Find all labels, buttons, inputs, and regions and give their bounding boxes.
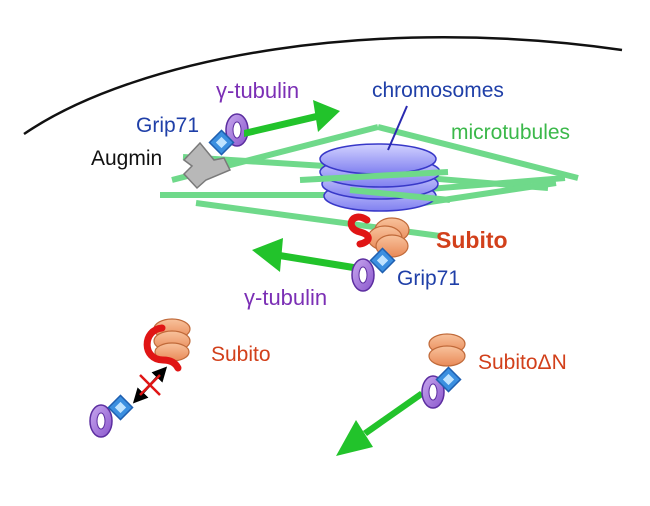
- growth-arrow-top: [244, 100, 340, 137]
- subito-tail: [143, 324, 182, 372]
- microtubule: [299, 169, 449, 183]
- subito-main-label: Subito: [436, 227, 508, 253]
- gamma-tubulin-ring-icon: [225, 113, 249, 147]
- gamma-tubulin-top-label: γ-tubulin: [216, 78, 300, 103]
- grip71-middle-label: Grip71: [397, 267, 461, 290]
- subito-delta-n-label: SubitoΔN: [478, 351, 567, 374]
- grip71-icon: [107, 394, 134, 421]
- microtubule: [377, 124, 579, 181]
- microtubules-front-group: [299, 169, 451, 203]
- cross-mark: [139, 374, 161, 396]
- subito-main-icon: [347, 213, 410, 258]
- gamma-tubulin-ring-icon: [351, 258, 375, 292]
- grip71-icon: [208, 129, 235, 156]
- gamma-tubulin-middle-label: γ-tubulin: [244, 285, 328, 310]
- grip71-icon: [435, 366, 462, 393]
- augmin-label: Augmin: [91, 147, 163, 170]
- chromosomes-pointer-line: [387, 105, 408, 151]
- gamma-tubulin-ring-icon: [421, 375, 445, 409]
- augmin-icon: [182, 141, 232, 190]
- subito-bottom-left-label: Subito: [211, 343, 271, 366]
- grip71-icon: [369, 247, 396, 274]
- subito-delta-n-icon: [428, 333, 466, 367]
- microtubules-label: microtubules: [451, 121, 571, 144]
- growth-arrow-bottom: [336, 391, 424, 456]
- microtubule: [349, 187, 451, 203]
- growth-arrow-middle: [252, 238, 360, 272]
- subito-bottom-left-icon: [143, 318, 191, 372]
- chromosomes-label: chromosomes: [372, 79, 504, 102]
- grip71-top-label: Grip71: [136, 114, 200, 137]
- blocked-interaction-icon: [132, 366, 168, 404]
- cell-membrane-line: [23, 36, 623, 136]
- chromosome: [319, 143, 437, 175]
- gamma-tubulin-ring-icon: [89, 404, 113, 438]
- subito-tail: [347, 213, 372, 248]
